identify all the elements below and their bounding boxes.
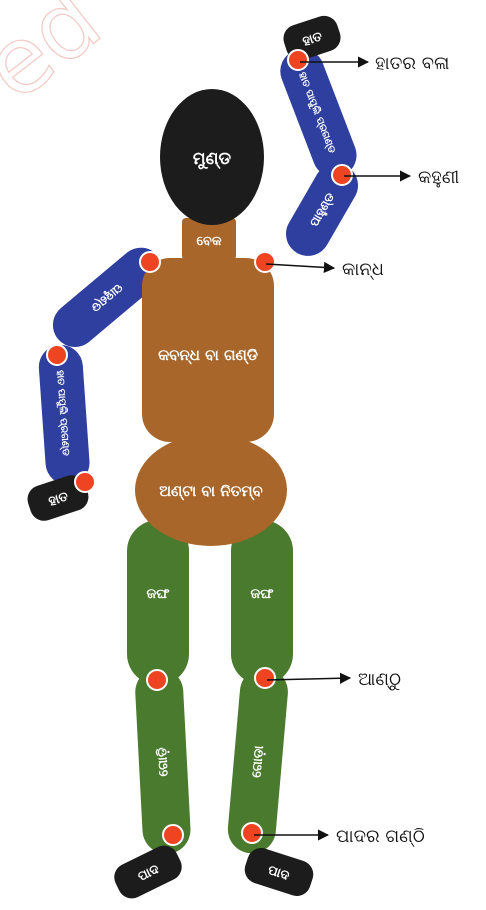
foot-left — [114, 845, 182, 899]
shin-right — [227, 667, 288, 854]
pelvis-segment — [135, 434, 287, 546]
label-shoulder: କାନ୍ଧ — [342, 259, 384, 280]
pelvis-label: ଅଣ୍ଟା ବା ନିତମ୍ବ — [159, 482, 263, 501]
label-elbow: କହୁଣୀ — [418, 167, 459, 188]
joints — [46, 49, 353, 846]
thigh-left-label: ଜଙ୍ଘ — [146, 586, 170, 602]
neck-label: ବେକ — [197, 234, 222, 249]
upper-arm-left — [52, 247, 163, 347]
label-wrist: ହାତର ବଳା — [375, 53, 449, 74]
joint-knee-left — [146, 669, 168, 691]
shin-left — [135, 667, 191, 854]
annotations — [254, 56, 412, 841]
hand-top-label: ହାତ — [301, 29, 325, 50]
joint-elbow-top — [331, 164, 353, 186]
joint-wrist-left — [74, 471, 96, 493]
foot-right — [244, 848, 314, 896]
shin-left-label: ଗୋଡ଼ି — [154, 747, 171, 777]
watermark-text: ed — [0, 0, 120, 121]
arrow-shoulder — [265, 261, 336, 273]
right-arm: ପାହୁଣ୍ଡ ହାତ ପାପୁଲି ପ୍ରଗଣ୍ଡ ହାତ — [280, 15, 358, 256]
joint-elbow-left — [46, 344, 68, 366]
label-knee: ଆଣ୍ଠୁ — [358, 669, 401, 690]
upper-arm-right — [286, 163, 358, 256]
thigh-left — [127, 520, 189, 685]
hand-bottom — [27, 475, 89, 521]
shin-right-label: ଗୋଡ଼ା — [249, 745, 267, 778]
torso-label: କବନ୍ଧ ବା ଗଣ୍ଡି — [158, 346, 258, 365]
joint-ankle-left — [162, 824, 184, 846]
arrow-knee — [266, 672, 352, 684]
foot-right-label: ପାଦ — [266, 863, 291, 884]
thigh-right-label: ଜଙ୍ଘ — [250, 586, 274, 602]
forearm-left — [38, 344, 90, 485]
legs: ଜଙ୍ଘ ଜଙ୍ଘ ଗୋଡ଼ି ଗୋଡ଼ା ପାଦ ପାଦ — [114, 520, 314, 899]
hand-bottom-label: ହାତ — [47, 489, 71, 510]
torso-segment — [142, 258, 274, 442]
joint-ankle-right — [241, 822, 263, 844]
joint-shoulder-left — [139, 251, 161, 273]
joint-knee-right — [254, 667, 276, 689]
forearm-right — [280, 49, 357, 178]
head-label: ମୁଣ୍ଡ — [193, 149, 232, 170]
joint-shoulder-right — [254, 251, 276, 273]
left-arm: ପାହୁଣ୍ଡ ହାତ ପାପୁଲି ପ୍ରଗଣ୍ଡ ହାତ — [27, 247, 163, 521]
neck-segment — [182, 218, 236, 260]
joint-wrist-top — [287, 49, 309, 71]
label-ankle: ପାଦର ଗଣ୍ଠି — [336, 826, 425, 847]
thigh-right — [231, 520, 293, 685]
head-segment — [160, 89, 264, 225]
